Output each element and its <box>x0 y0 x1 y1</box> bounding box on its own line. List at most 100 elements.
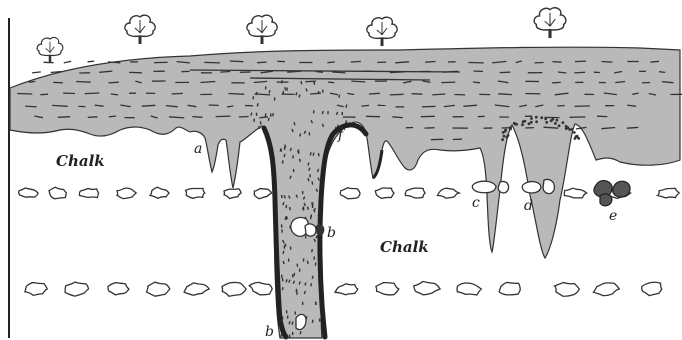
rim-dot <box>509 128 512 131</box>
gravel-speck <box>327 111 329 114</box>
flint-nodule <box>658 188 680 198</box>
gravel-speck <box>299 269 301 272</box>
rim-dot <box>551 118 554 121</box>
stratification-dash <box>473 82 480 83</box>
rim-dot <box>577 137 580 140</box>
stratification-dash <box>220 72 230 73</box>
gravel-speck <box>305 235 307 238</box>
flint-nodule <box>376 283 399 295</box>
gravel-speck <box>265 86 267 89</box>
deciduous-tree-icon <box>534 8 566 38</box>
rim-dot <box>501 138 504 141</box>
chalk-label-left: Chalk <box>56 152 105 170</box>
gravel-speck <box>288 258 290 261</box>
flint-nodule <box>25 283 47 296</box>
lower-flint-band <box>25 282 662 297</box>
rim-dot <box>528 122 531 125</box>
gravel-speck <box>253 119 254 122</box>
flint-nodule <box>117 188 136 198</box>
stratification-dash <box>432 94 445 95</box>
flint-nodule <box>224 189 241 199</box>
flint-nodule <box>593 283 619 296</box>
stratification-dash <box>109 116 116 117</box>
rim-dot <box>556 119 559 122</box>
stratification-dash <box>29 81 35 82</box>
rim-dot <box>573 131 576 134</box>
stratification-dash <box>650 61 659 62</box>
gravel-speck <box>281 275 283 278</box>
stratification-dash <box>109 82 119 83</box>
flint-nodule <box>414 282 440 295</box>
gravel-speck <box>286 88 287 91</box>
rim-dot <box>574 137 577 140</box>
stratification-dash <box>500 72 511 73</box>
rim-dot <box>571 128 574 131</box>
flint-nodule <box>108 283 129 295</box>
rim-dot <box>523 120 526 123</box>
flint-nodule <box>405 188 425 198</box>
rim-dot <box>544 118 547 121</box>
gravel-speck <box>281 224 283 227</box>
gravel-speck <box>290 247 292 250</box>
label-d: d <box>524 198 533 214</box>
deciduous-tree-icon <box>367 17 397 46</box>
flint-nodule <box>19 188 38 197</box>
flint-nodule <box>642 282 662 295</box>
rim-dot <box>535 116 538 119</box>
stratification-dash <box>229 94 245 95</box>
rim-dot <box>535 120 538 123</box>
flint-nodule <box>184 283 209 295</box>
label-b-middle: b <box>327 225 336 241</box>
gravel-speck <box>313 256 315 259</box>
gravel-speck <box>342 112 343 115</box>
stratification-dash <box>369 93 380 94</box>
gravel-speck <box>319 318 321 321</box>
stratification-dash <box>142 105 156 106</box>
stratification-dash <box>17 94 32 95</box>
flint-nodule <box>150 187 169 198</box>
deciduous-tree-icon <box>125 15 155 44</box>
gravel-speck <box>289 334 291 337</box>
rim-dot <box>503 135 506 138</box>
label-e: e <box>609 208 617 224</box>
stratification-dash <box>64 61 71 63</box>
rim-dot <box>521 123 524 126</box>
stratification-dash <box>627 127 638 128</box>
gravel-speck <box>281 229 282 232</box>
rim-dot <box>545 121 548 124</box>
flint-nodule <box>49 187 66 199</box>
flint-nodule <box>254 189 271 199</box>
flint-nodule <box>249 282 272 294</box>
gravel-speck <box>322 89 324 92</box>
label-b-bottom: b <box>265 324 274 340</box>
label-a: a <box>194 141 202 157</box>
gravel-speck <box>286 310 288 313</box>
flint-nodule <box>499 282 520 295</box>
chalk-label-center: Chalk <box>380 238 429 256</box>
gravel-speck <box>296 289 298 292</box>
gravel-speck <box>302 191 304 194</box>
flint-nodule <box>65 282 88 296</box>
gravel-speck <box>256 113 258 116</box>
label-f: f <box>337 127 346 143</box>
stratification-dash <box>204 62 220 63</box>
stratification-dash <box>575 106 590 107</box>
stratification-dash <box>498 94 512 95</box>
stratification-dash <box>316 72 323 73</box>
rim-dot <box>513 122 516 125</box>
label-c: c <box>472 195 480 211</box>
flint-nodule <box>79 189 98 198</box>
stratification-dash <box>474 71 484 72</box>
gravel-speck <box>315 263 317 266</box>
stratification-dash <box>425 62 435 63</box>
stratification-dash <box>351 81 365 82</box>
rim-dot <box>504 130 507 133</box>
gravel-speck <box>309 174 311 177</box>
gravel-speck <box>270 113 272 116</box>
stratification-dash <box>172 93 183 94</box>
stratification-dash <box>351 61 361 62</box>
stratification-dash <box>216 116 231 117</box>
flint-nodule <box>564 188 586 198</box>
rim-dot <box>507 134 510 137</box>
